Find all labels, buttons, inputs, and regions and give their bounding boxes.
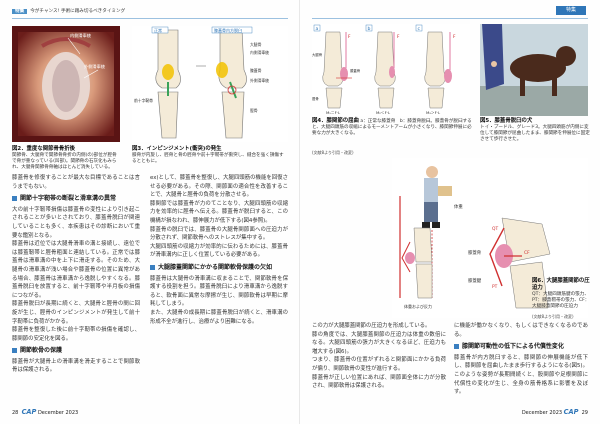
fig2-label-lateral: 外側滑車稜 xyxy=(84,63,106,70)
section-heading: 関節軟骨の保護 xyxy=(12,347,140,356)
fig4-panel-a-label: a xyxy=(316,27,319,32)
figure-6-credit: (文献8より引用・改変) xyxy=(532,314,574,319)
figure-3-caption: 図3．インピンジメント(衝突)の発生膝骨が内旋し、脛骨と骨の脛骨や前十字靭帯が衝… xyxy=(132,146,284,164)
luxation-knee-drawing xyxy=(196,29,247,139)
normal-knee-drawing xyxy=(155,29,181,139)
brand-logo: CAP xyxy=(21,408,37,416)
figure-4-diagram: a b c F F F M₁＝F·L M₂＜F·L M₃＞F·L 膝蓋骨 大腿骨… xyxy=(312,24,470,116)
page-number: 28 xyxy=(12,410,19,416)
section-heading: 膝関節可動性の低下による代償性変化 xyxy=(454,343,588,352)
fig3-label-acl: 前十字靭帯 xyxy=(134,98,153,103)
fig3-label-normal: 正常 xyxy=(154,27,162,33)
svg-text:F: F xyxy=(397,34,400,40)
figure-3-diagram: 正常 膝蓋骨内方脱臼 大腿骨 内側滑車稜 膝蓋骨 外側滑車稜 前十字靭帯 脛骨 xyxy=(132,26,288,142)
fig3-label-femur: 大腿骨 xyxy=(250,42,262,47)
right-column-1: この力が大腿膝蓋関節の圧迫力を形成している。 膝の角度では、大腿膝蓋関節の圧迫力… xyxy=(312,323,446,390)
fig6-label-weight: 体重 xyxy=(454,203,463,210)
header-rule xyxy=(12,18,288,19)
fig6-label-patella: 膝蓋骨 xyxy=(468,249,482,256)
fig4-moment-3: M₃＞F·L xyxy=(426,110,441,115)
issue-date: December 2023 xyxy=(521,410,563,416)
svg-text:F: F xyxy=(453,34,456,40)
fig6-person-drawing xyxy=(422,166,452,228)
fig4-panel-b-label: b xyxy=(368,26,371,32)
fig4-panel-c-label: c xyxy=(418,27,421,32)
fig4-panel-b xyxy=(374,31,396,109)
header-rule xyxy=(312,18,588,19)
figure-4-caption: 図4．膝関節の屈曲 a：正常な膝蓋骨 b：膝蓋骨脱臼。膝蓋骨が脱臼すると、大腿四… xyxy=(312,118,472,136)
fig6-label-reaction: 体重および反力 xyxy=(404,303,432,309)
fig3-label-lateral: 外側滑車稜 xyxy=(250,78,269,83)
figure-4-credit: (文献8より引用・改変) xyxy=(312,150,354,155)
fig3-label-luxation: 膝蓋骨内方脱臼 xyxy=(214,27,242,33)
svg-text:F: F xyxy=(348,34,351,40)
right-column-2: に機能が働かなくなり、もしくはできなくなるのである。 膝関節可動性の低下による代… xyxy=(454,323,588,396)
right-footer: December 2023 CAP 29 xyxy=(522,408,588,416)
fig6-label-cf: CF xyxy=(524,250,530,256)
right-page: 特集 xyxy=(300,0,600,424)
brand-logo: CAP xyxy=(563,408,579,416)
fig6-label-tendon: 膝蓋腱 xyxy=(468,277,482,284)
left-column-2: ex)として、膝蓋骨を整復し、大腿四頭筋の機能を回復させる必要がある。その際、関… xyxy=(150,175,288,325)
fig6-detail-drawing xyxy=(489,217,551,309)
fig4-panel-c xyxy=(424,31,452,109)
fig4-moment-2: M₂＜F·L xyxy=(376,110,391,115)
fig4-moment-1: M₁＝F·L xyxy=(326,110,341,115)
issue-date: December 2023 xyxy=(37,410,79,416)
running-header: 特集今がチャンス! 手術に踏み切るべきタイミング xyxy=(12,8,125,14)
svg-text:脛骨: 脛骨 xyxy=(312,96,319,101)
svg-text:大腿骨: 大腿骨 xyxy=(312,52,323,57)
figure-2-photo: 内側滑車稜 外側滑車稜 xyxy=(12,26,120,142)
svg-text:膝蓋骨: 膝蓋骨 xyxy=(350,68,361,73)
left-page: 特集今がチャンス! 手術に踏み切るべきタイミング 内側 xyxy=(0,0,300,424)
fig3-label-patella: 膝蓋骨 xyxy=(250,68,262,73)
section-heading: 関節十字靭帯の断裂と滑車溝の異常 xyxy=(12,195,140,204)
figure-5-caption: 図5．膝蓋骨脱臼の犬トイ・プードル、グレード3。大腿四頭筋が内側に変位して膝関節… xyxy=(480,118,590,142)
section-tab: 特集 xyxy=(556,6,586,15)
fig3-label-medial: 内側滑車稜 xyxy=(250,50,269,55)
figure-2-caption: 図2．重度な関節骨骨折後関節骨、大腿骨で関節骨骨折の内側(の)部位が脛骨で骨が重… xyxy=(12,146,117,170)
fig6-label-qt: QT xyxy=(492,226,498,232)
left-footer: 28 CAP December 2023 xyxy=(12,408,78,416)
section-heading: 大腿膝蓋関節にかかる関節軟骨保護の欠如 xyxy=(150,264,288,273)
page-number: 29 xyxy=(581,410,588,416)
fig2-label-medial: 内側滑車稜 xyxy=(70,32,92,39)
figure-5-photo xyxy=(480,24,588,116)
fig6-knee-drawing xyxy=(401,227,433,299)
fig3-label-tibia: 脛骨 xyxy=(250,108,258,113)
figure-6-diagram: 体重 膝蓋骨 膝蓋腱 QT PT CF 体重および反力 xyxy=(392,158,588,318)
fig4-panel-a xyxy=(322,31,352,109)
fig6-label-pt: PT xyxy=(492,284,498,290)
left-column-1: 膝蓋骨を修復することが最大な目標であることは言うまでもない。 関節十字靭帯の断裂… xyxy=(12,175,140,374)
